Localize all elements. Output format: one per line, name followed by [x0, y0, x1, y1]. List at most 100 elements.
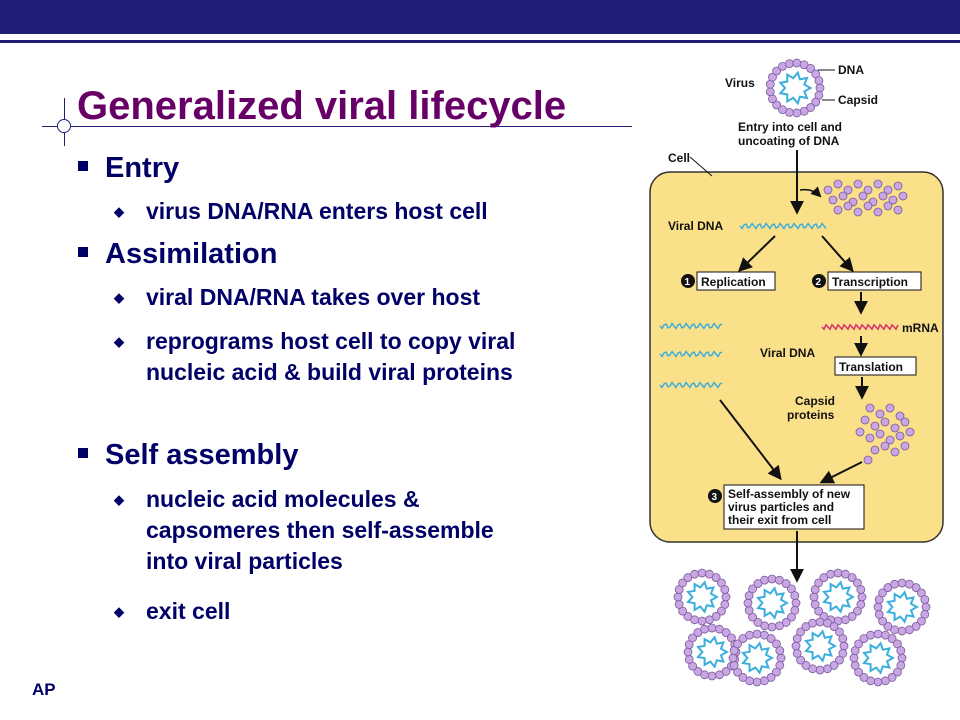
capsomere: [873, 207, 883, 217]
virus-dna: [886, 590, 919, 624]
step-2-number: 2: [816, 277, 822, 288]
capsomere: [863, 455, 873, 465]
virus-particle: [809, 568, 867, 626]
capsomere: [674, 600, 684, 609]
capsomere: [806, 103, 815, 112]
replicated-dna-strand: [659, 381, 723, 389]
capsomere: [873, 629, 883, 639]
capsomere: [905, 427, 915, 437]
replicated-dna-strand: [659, 350, 723, 358]
capsomere: [767, 574, 777, 584]
capsomere: [849, 653, 859, 663]
footer-label: AP: [32, 680, 56, 699]
replication-label: Replication: [701, 275, 766, 289]
capsid-proteins-label-1: Capsid: [795, 394, 835, 408]
sub-bullet-text: virus DNA/RNA enters host cell: [146, 198, 488, 224]
mrna-label: mRNA: [902, 321, 939, 335]
capsomere: [883, 185, 893, 195]
capsomere: [765, 87, 775, 97]
capsomere: [717, 606, 726, 616]
capsomere: [880, 441, 890, 451]
capsomere: [885, 435, 895, 445]
capsomere: [752, 629, 762, 639]
dna-label: DNA: [838, 63, 864, 77]
capsomere: [775, 621, 784, 631]
capsomere: [850, 661, 860, 670]
capsomere: [828, 195, 838, 205]
virus-particle: [849, 629, 907, 687]
capsomere: [920, 595, 930, 604]
capsomere: [705, 615, 714, 625]
capsomere: [896, 646, 906, 655]
capsomere: [697, 568, 707, 578]
translation-label: Translation: [839, 360, 903, 374]
virus-particle: [765, 58, 825, 118]
capsomere: [678, 578, 687, 588]
capsomere: [700, 624, 709, 634]
capsomere: [790, 591, 800, 600]
capsomere: [839, 641, 849, 651]
capsomere: [785, 59, 794, 69]
diamond-bullet-icon: ◆: [114, 334, 124, 349]
sub-bullet: ◆ reprograms host cell to copy viral nuc…: [114, 326, 601, 388]
sub-bullet: ◆ viral DNA/RNA takes over host: [114, 282, 626, 313]
capsomere: [873, 677, 883, 687]
capsomere: [772, 100, 782, 110]
capsomere: [890, 423, 900, 433]
replicated-dna-strand: [659, 322, 723, 330]
bullet-assimilation: Assimilation: [78, 238, 278, 271]
diamond-bullet-icon: ◆: [114, 290, 124, 305]
capsomere: [878, 191, 888, 201]
capsomere: [729, 661, 739, 670]
capsomere: [843, 185, 853, 195]
capsomere: [883, 622, 893, 631]
capsomere: [715, 670, 724, 680]
capsomere: [811, 97, 821, 107]
capsomere: [721, 592, 731, 602]
capsomere: [838, 634, 848, 643]
capsomere: [858, 191, 868, 201]
diamond-bullet-icon: ◆: [114, 604, 124, 619]
diamond-bullet-icon: ◆: [114, 492, 124, 507]
capsomere: [693, 667, 703, 676]
capsomere: [847, 573, 857, 582]
bullet-heading: Assimilation: [105, 238, 278, 270]
capsomere: [880, 417, 890, 427]
capsomere: [743, 598, 753, 608]
capsomere: [772, 66, 782, 76]
capsomere: [853, 207, 863, 217]
capsomere: [720, 585, 730, 594]
capsomere: [753, 618, 763, 627]
capsomere: [792, 58, 802, 68]
virus-dna: [696, 635, 729, 669]
capsomere: [883, 201, 893, 211]
virus-particle: [673, 568, 731, 626]
diamond-bullet-icon: ◆: [114, 204, 124, 219]
capsomere: [887, 634, 897, 643]
square-bullet-icon: [78, 161, 88, 171]
sub-bullet: ◆ exit cell: [114, 596, 546, 627]
capsomere: [792, 108, 802, 118]
capsomere: [854, 639, 863, 649]
capsomere: [898, 191, 908, 201]
capsid-label: Capsid: [838, 93, 878, 107]
capsomere: [781, 579, 791, 588]
slide-title: Generalized viral lifecycle: [77, 84, 567, 128]
capsomere: [873, 602, 883, 612]
capsomere: [857, 592, 867, 602]
capsomere: [875, 409, 885, 419]
step-1-badge: [681, 274, 695, 288]
sub-bullet-text: viral DNA/RNA takes over host: [146, 284, 481, 310]
capsomere: [905, 625, 914, 635]
virus-dna: [741, 641, 774, 675]
capsomere: [870, 445, 880, 455]
top-bar: [0, 0, 960, 34]
bullet-heading: Self assembly: [105, 439, 299, 471]
crosshair-circle-icon: [57, 119, 71, 133]
capsomere: [791, 641, 801, 651]
capsomere: [911, 583, 921, 592]
capsomere-cluster: [823, 179, 908, 217]
capsomere: [897, 653, 907, 663]
capsomere: [870, 421, 880, 431]
virus-dna: [862, 641, 895, 675]
